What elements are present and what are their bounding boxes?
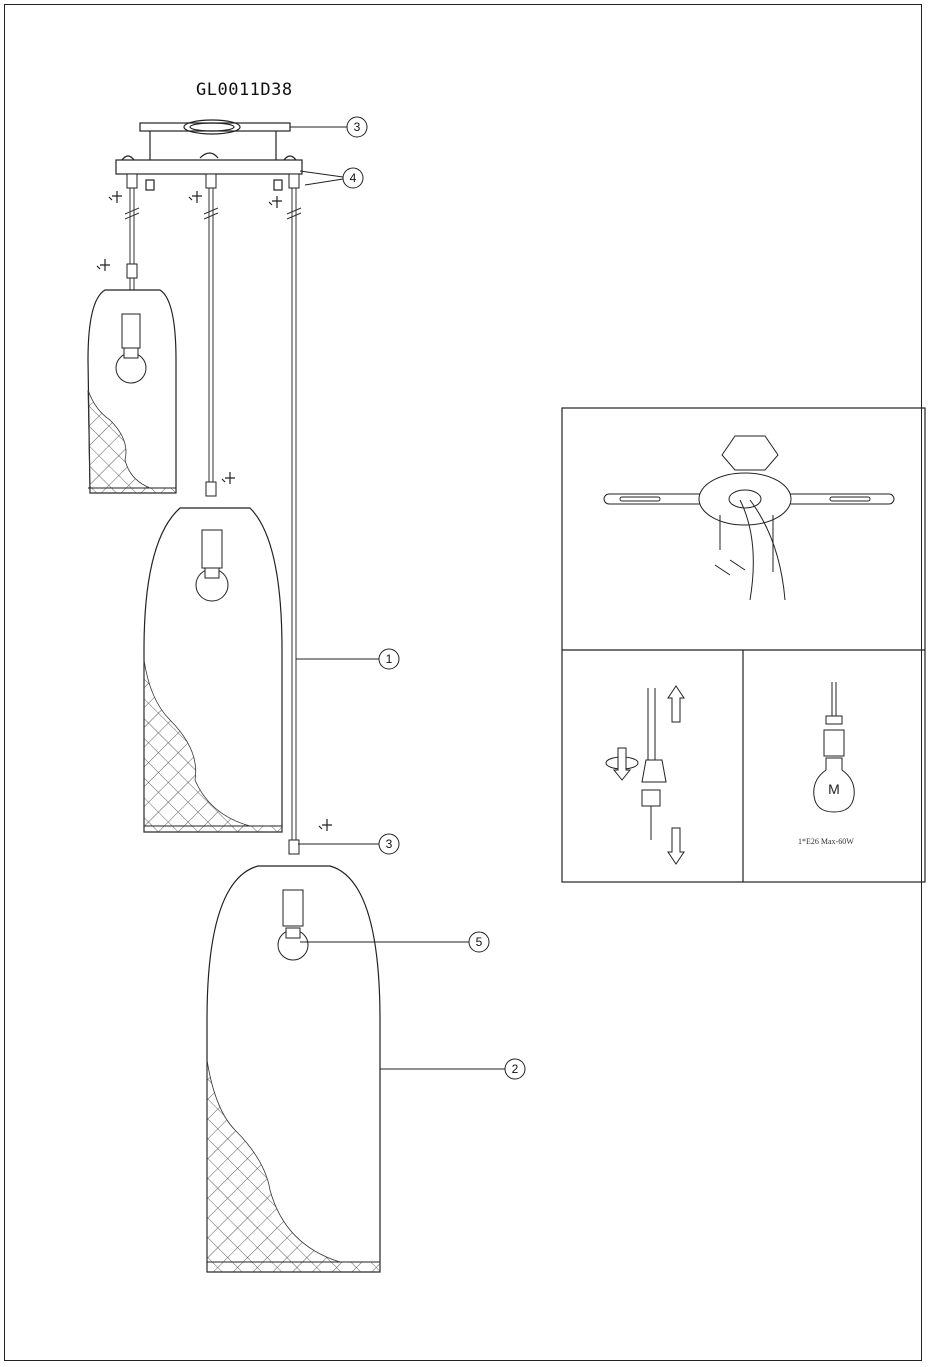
bulb-letter: M <box>828 781 840 797</box>
bulb-spec-label: 1*E26 Max-60W <box>798 837 854 846</box>
cord-grips <box>126 173 300 855</box>
callout-4: 4 <box>350 171 357 185</box>
ceiling-mount <box>115 119 303 191</box>
shade-large <box>206 865 381 1273</box>
shade-medium <box>143 507 283 833</box>
drawing-border <box>4 4 922 1361</box>
detail-panels <box>561 407 926 883</box>
cord-adjust-detail <box>605 685 685 865</box>
callout-3-bottom: 3 <box>386 837 393 851</box>
callout-1: 1 <box>386 652 393 666</box>
crossbar-detail <box>603 435 895 601</box>
callout-5: 5 <box>476 935 483 949</box>
rotate-arrow-icons <box>96 191 332 831</box>
model-title: GL0011D38 <box>196 80 293 100</box>
cords <box>124 174 302 845</box>
shade-small <box>87 289 177 494</box>
callout-2: 2 <box>512 1062 519 1076</box>
callouts <box>290 116 526 1080</box>
callout-3-top: 3 <box>354 120 361 134</box>
bulb-detail <box>813 682 855 813</box>
